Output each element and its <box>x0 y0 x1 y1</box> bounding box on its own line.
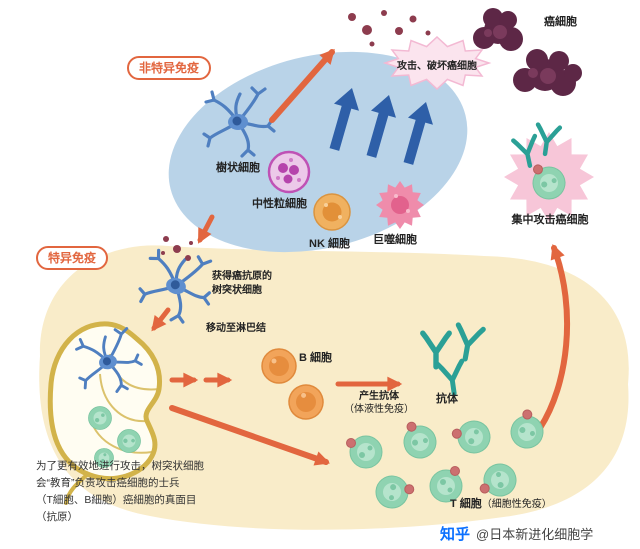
specific-immunity-region-blob <box>39 245 629 530</box>
label-focus-attack: 集中攻击癌细胞 <box>511 214 589 226</box>
label-macrophage: 巨噬細胞 <box>373 234 417 246</box>
label-attack-burst: 攻击、破坏癌细胞 <box>397 61 477 72</box>
badge-specific-immunity: 特异免疫 <box>36 246 109 270</box>
label-nk-cell: NK 細胞 <box>309 238 350 250</box>
lymph-green-cell-icon <box>88 406 112 430</box>
label-acquired-antigen-line1: 获得癌抗原的 <box>212 271 272 282</box>
caption-line-3: （T細胞、B細胞）癌細胞的真面目 <box>36 494 197 506</box>
attack-burst-shape <box>382 35 492 91</box>
zhihu-logo: 知乎 <box>440 526 471 543</box>
label-acquired-antigen-line2: 树突状细胞 <box>212 285 262 296</box>
label-produce-antibody: 产生抗体 （体液性免疫） <box>333 390 425 416</box>
badge-nonspecific-immunity: 非特异免疫 <box>127 56 212 80</box>
label-produce-antibody-line1: 产生抗体 <box>359 391 399 402</box>
label-cancer-cells: 癌細胞 <box>544 16 577 28</box>
arrow-lymph-to-tcell <box>169 405 331 466</box>
cancer-cell-cluster-small <box>473 8 523 51</box>
label-t-cell-note: （細胞性免疫） <box>481 499 552 510</box>
label-acquired-antigen: 获得癌抗原的 树突状细胞 <box>212 270 272 298</box>
b-cell-icon <box>261 348 297 384</box>
label-neutrophil: 中性粒細胞 <box>252 198 307 210</box>
label-produce-antibody-line2: （体液性免疫） <box>344 404 414 415</box>
cancer-cell-cluster-large <box>513 49 582 96</box>
neutrophil-icon <box>267 150 311 194</box>
caption-block: 为了更有效地进行攻击，树突状细胞 会“教育”负责攻击癌细胞的士兵 （T細胞、B細… <box>36 458 204 526</box>
arrow-to-lymph-node <box>151 307 171 332</box>
label-t-cell: T 細胞（細胞性免疫） <box>450 494 552 512</box>
antigen-dots-top <box>348 10 431 47</box>
label-b-cell: B 細胞 <box>299 352 332 364</box>
label-antibody: 抗体 <box>436 393 458 405</box>
focus-attack-burst <box>504 125 594 222</box>
label-t-cell-name: T 細胞 <box>450 498 482 510</box>
antigen-dots-trail <box>161 236 193 261</box>
watermark: 知乎 @日本新进化细胞学 <box>440 523 593 544</box>
caption-line-4: （抗原） <box>36 511 78 523</box>
arrow-to-specific-region <box>197 214 215 244</box>
caption-line-2: 会“教育”负责攻击癌细胞的士兵 <box>36 477 180 489</box>
arrow-tcell-to-attack <box>537 244 570 431</box>
nk-cell-icon <box>313 193 351 231</box>
watermark-account: @日本新进化细胞学 <box>476 527 594 542</box>
macrophage-icon <box>376 181 424 229</box>
orange-flow-arrows <box>151 48 570 466</box>
arrow-antigen-release <box>269 48 335 123</box>
caption-line-1: 为了更有效地进行攻击，树突状细胞 <box>36 460 204 472</box>
label-dendritic-cell: 樹状細胞 <box>216 162 260 174</box>
label-move-to-lymph-node: 移动至淋巴结 <box>206 323 266 334</box>
